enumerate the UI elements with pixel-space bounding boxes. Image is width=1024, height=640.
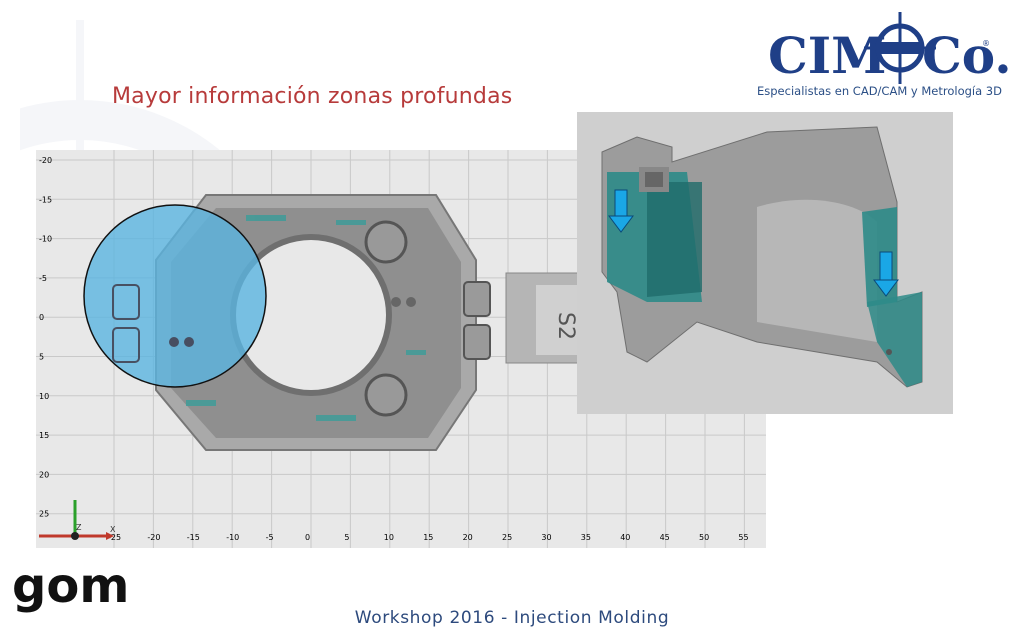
y-tick-label: -20 <box>39 156 52 165</box>
y-tick-label: 5 <box>39 353 44 362</box>
y-tick-label: -5 <box>39 274 47 283</box>
x-tick-label: 30 <box>541 533 551 542</box>
axis-z-label: Z <box>76 523 82 532</box>
down-arrow-icon <box>608 189 634 233</box>
part-label: S2 <box>553 312 578 340</box>
highlight-details <box>112 284 194 363</box>
slide-title: Mayor información zonas profundas <box>112 84 513 109</box>
x-tick-label: -20 <box>147 533 160 542</box>
x-tick-label: 35 <box>581 533 591 542</box>
x-tick-label: -25 <box>108 533 121 542</box>
brand-right-text: Co. <box>922 26 1010 85</box>
x-tick-label: 0 <box>305 533 310 542</box>
x-tick-label: -10 <box>226 533 239 542</box>
brand-left-text: CIM <box>768 26 887 85</box>
gom-logo: gom <box>12 558 129 614</box>
x-tick-label: 40 <box>620 533 630 542</box>
down-arrow-icon <box>873 251 899 297</box>
y-tick-label: 20 <box>39 470 49 479</box>
axis-x-label: X <box>110 525 116 534</box>
y-tick-label: -10 <box>39 235 52 244</box>
crosshair-icon <box>864 12 936 84</box>
y-tick-label: 0 <box>39 313 44 322</box>
logo-tagline: Especialistas en CAD/CAM y Metrología 3D <box>757 84 1002 98</box>
y-tick-label: -15 <box>39 195 52 204</box>
section-3d-canvas <box>601 126 923 388</box>
section-model <box>601 126 923 388</box>
x-tick-label: 10 <box>384 533 394 542</box>
cimco-logo: CIM Co. ® <box>768 12 1010 85</box>
section-3d-viewport[interactable] <box>577 112 953 414</box>
gom-logo-text: gom <box>12 558 129 614</box>
x-tick-label: 55 <box>738 533 748 542</box>
y-tick-labels: -20 -15 -10 -5 0 5 10 15 20 25 <box>39 156 52 519</box>
x-tick-labels: -25 -20 -15 -10 -5 0 5 10 15 20 25 30 35 40 45 50 55 <box>108 533 749 542</box>
y-tick-label: 15 <box>39 431 49 440</box>
x-tick-label: 45 <box>660 533 670 542</box>
x-tick-label: 50 <box>699 533 709 542</box>
x-tick-label: -15 <box>187 533 200 542</box>
x-tick-label: -5 <box>266 533 274 542</box>
registered-mark: ® <box>982 39 990 48</box>
highlight-circle <box>83 204 267 388</box>
footer-text: Workshop 2016 - Injection Molding <box>354 608 670 628</box>
axis-triad-icon: X Z <box>39 500 116 540</box>
y-tick-label: 25 <box>39 510 49 519</box>
x-tick-label: 20 <box>463 533 473 542</box>
x-tick-label: 5 <box>344 533 349 542</box>
y-tick-label: 10 <box>39 392 49 401</box>
x-tick-label: 25 <box>502 533 512 542</box>
x-tick-label: 15 <box>423 533 433 542</box>
